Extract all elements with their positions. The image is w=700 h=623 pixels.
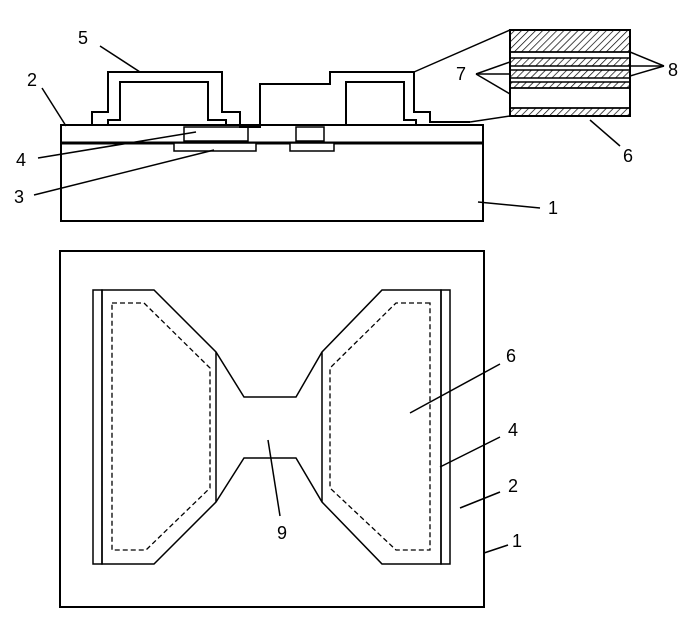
- layer-3-left: [173, 142, 257, 152]
- label-3: 3: [14, 187, 24, 207]
- layer-4-left-strip: [92, 289, 103, 565]
- label-8: 8: [668, 60, 678, 80]
- layer-3-right: [289, 142, 335, 152]
- label-6-top: 6: [623, 146, 633, 166]
- label-2-top: 2: [27, 70, 37, 90]
- layer-5-inner: [107, 81, 227, 125]
- layer-4-strip-left: [183, 126, 249, 142]
- label-1-plan: 1: [512, 531, 522, 551]
- layer-5-outer: [91, 71, 470, 128]
- layer-6-bowtie: [101, 289, 442, 565]
- cross-section-view: [60, 71, 484, 222]
- layer-2: [60, 124, 484, 144]
- substrate: [60, 142, 484, 222]
- label-2-plan: 2: [508, 476, 518, 496]
- layer-4-right-strip: [440, 289, 451, 565]
- label-5: 5: [78, 28, 88, 48]
- stack-layer-top: [509, 29, 631, 53]
- label-1-top: 1: [548, 198, 558, 218]
- label-4-top: 4: [16, 150, 26, 170]
- layer-4-strip-center: [295, 126, 325, 142]
- layer-stack-inset: [413, 29, 631, 123]
- leader-lines: [33, 45, 665, 554]
- dashed-outline-left: [111, 302, 211, 551]
- stack-layer-mid-3: [509, 81, 631, 89]
- label-7: 7: [456, 64, 466, 84]
- dashed-outline-right: [329, 302, 431, 551]
- stack-layer-mid-1: [509, 57, 631, 67]
- substrate-outline: [59, 250, 485, 608]
- layer-5-inner-right: [345, 81, 417, 125]
- plan-view: [59, 250, 485, 608]
- label-4-plan: 4: [508, 420, 518, 440]
- stack-layer-mid-2: [509, 69, 631, 79]
- stack-layer-bottom: [509, 107, 631, 117]
- labels: 5 2 4 3 1 6 7 8 6 4 2 1 9: [14, 28, 678, 551]
- label-6-plan: 6: [506, 346, 516, 366]
- label-9: 9: [277, 523, 287, 543]
